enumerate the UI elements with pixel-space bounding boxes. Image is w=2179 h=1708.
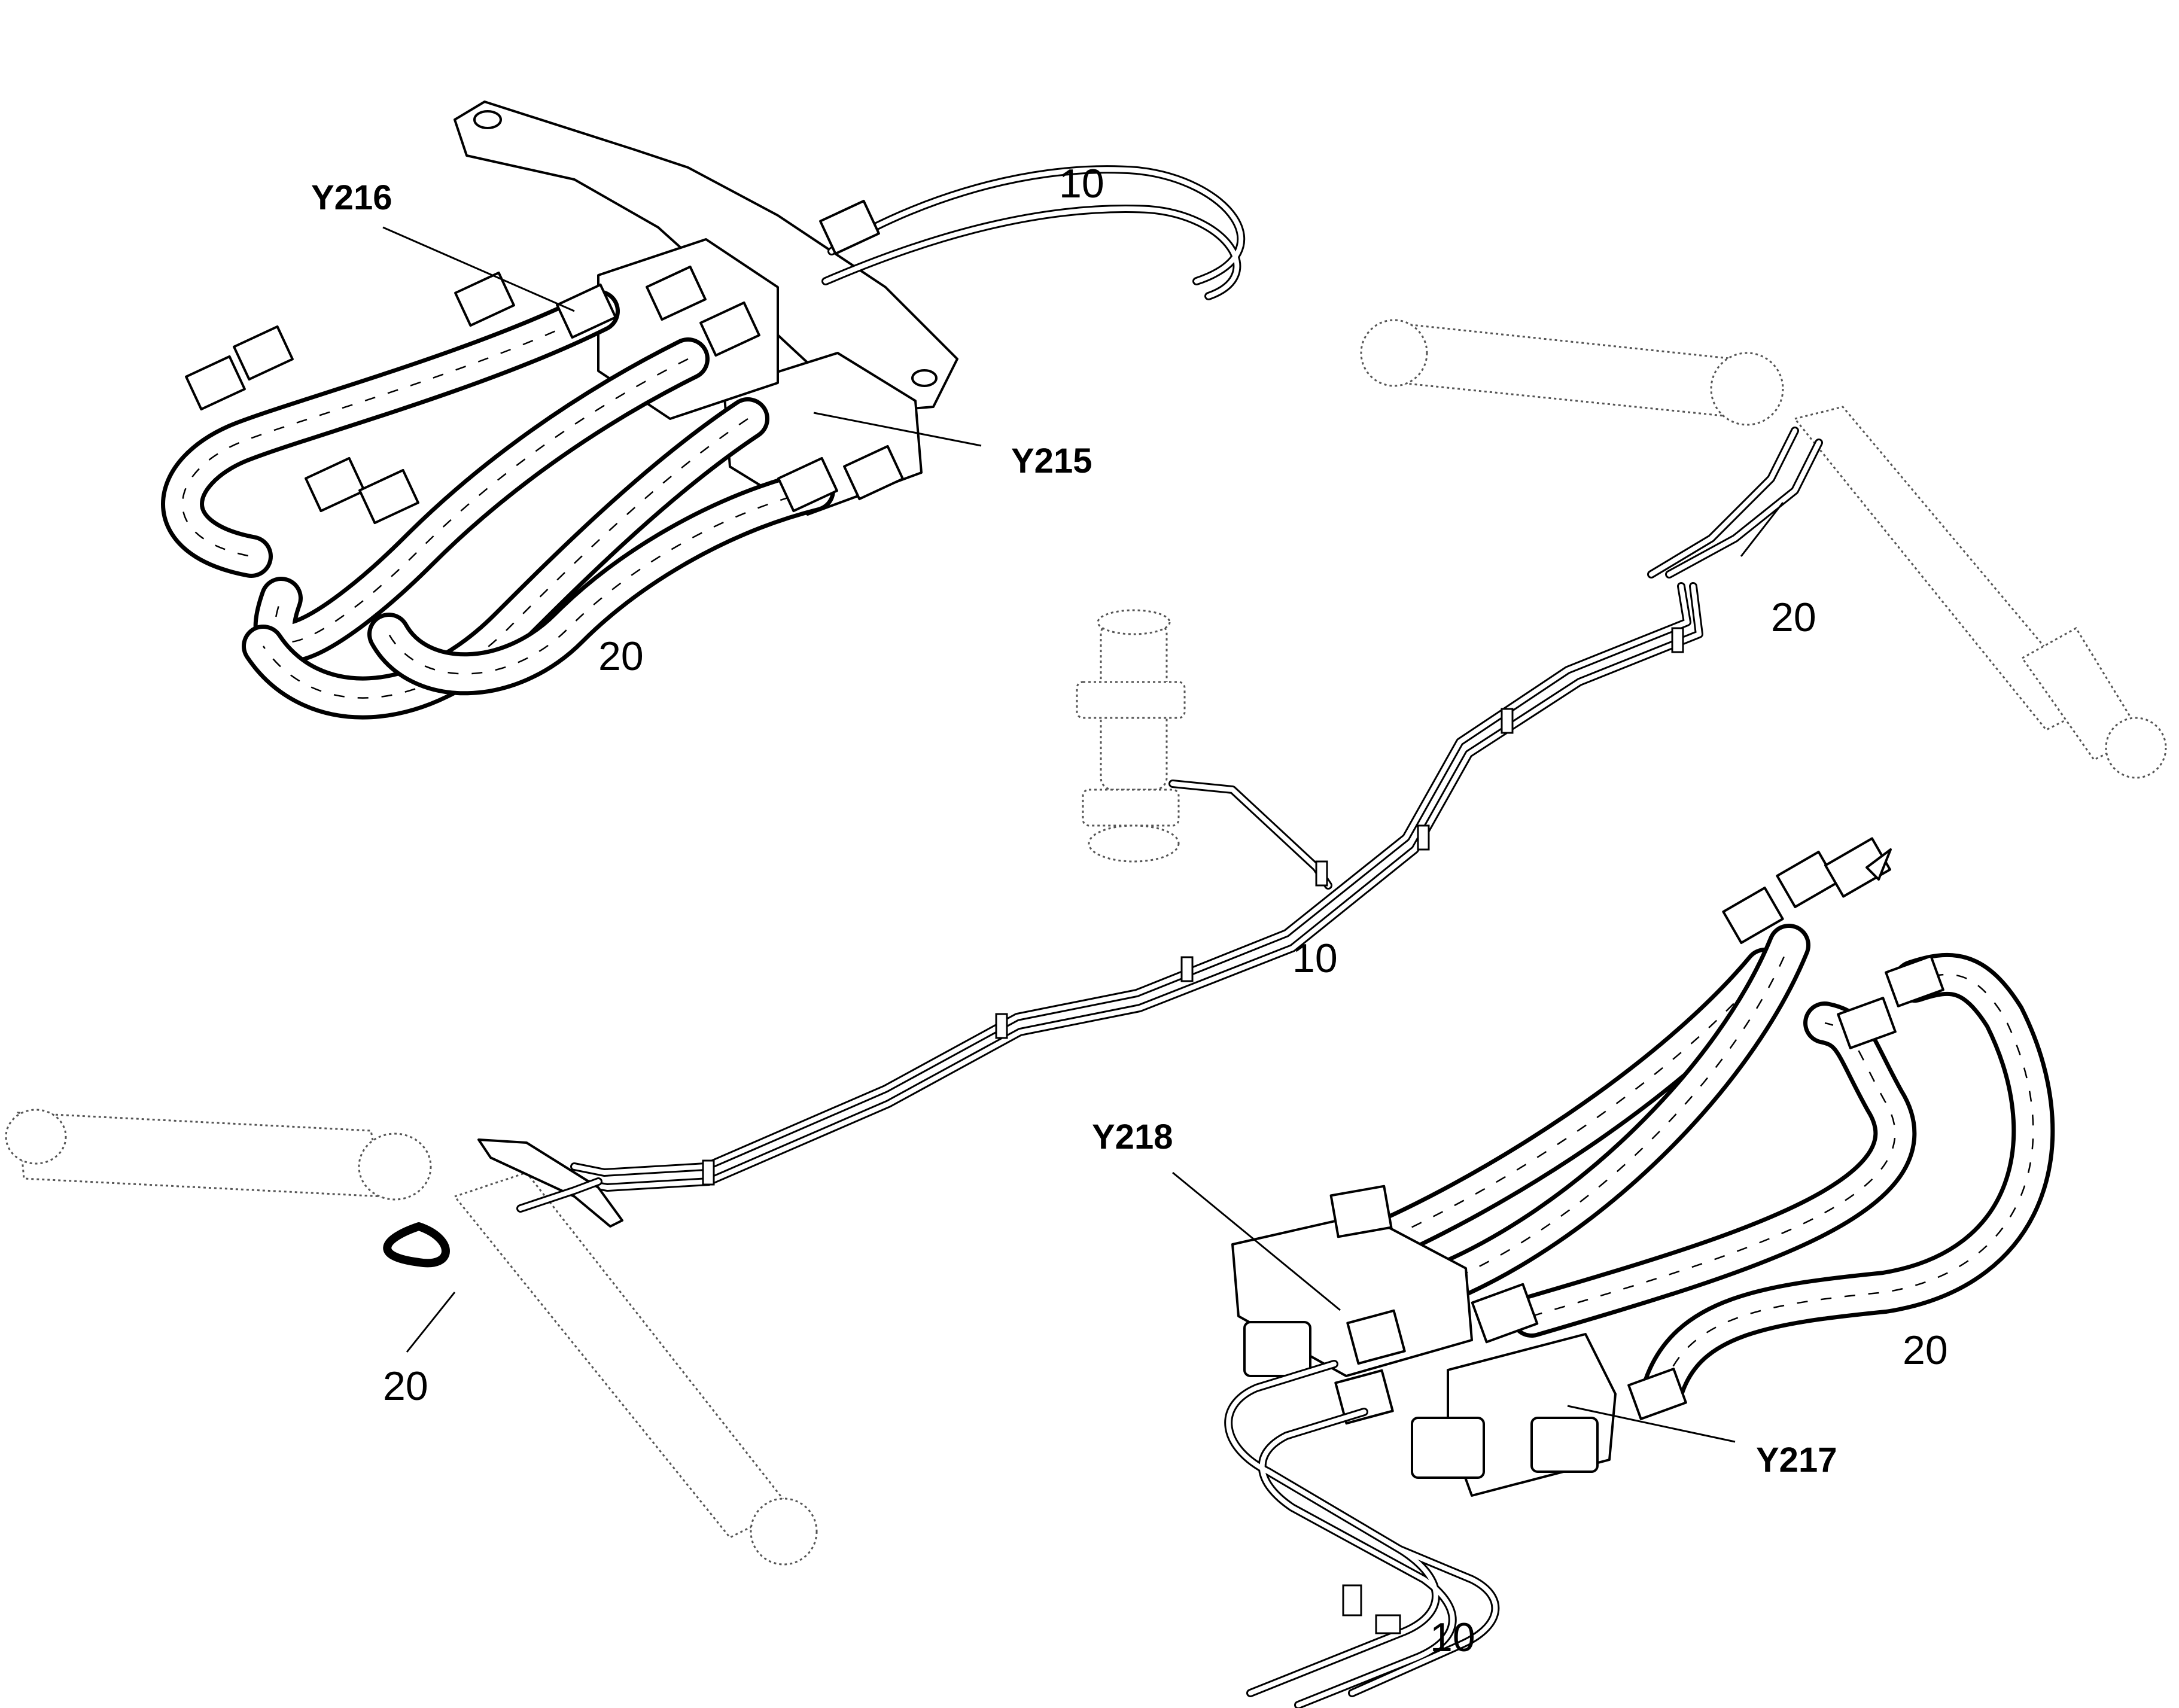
left-hydraulic-cylinder-ghost [5, 1109, 818, 1566]
label-left-cylinder-20: 20 [383, 1363, 428, 1409]
braided-hoses-top-left [161, 290, 835, 720]
label-y218: Y218 [1092, 1118, 1173, 1156]
leader-y218 [1172, 1171, 1341, 1311]
hose-fittings-top-left [185, 199, 904, 525]
leader-y216 [382, 226, 575, 312]
label-right-cylinder-20: 20 [1771, 595, 1816, 640]
leader-y217 [1567, 1405, 1736, 1443]
hose-10-top [827, 165, 1246, 285]
label-hose-top-10: 10 [1059, 161, 1104, 206]
bottom-right-valve-assembly [1224, 837, 2055, 1708]
label-y216: Y216 [311, 178, 392, 217]
right-hydraulic-cylinder-ghost [1360, 319, 2167, 779]
label-right-lower-20: 20 [1903, 1328, 1948, 1373]
rotary-swivel-ghost [1076, 609, 1186, 863]
central-pipe-run [570, 582, 1703, 1192]
top-left-valve-assembly [161, 101, 1246, 720]
label-y217: Y217 [1756, 1441, 1837, 1479]
label-top-left-20: 20 [598, 634, 644, 679]
callout-labels: 10 Y216 Y215 20 10 20 Y218 20 20 Y217 10 [311, 161, 1948, 1660]
label-y215: Y215 [1011, 442, 1092, 480]
label-pipe-middle-10: 10 [1292, 936, 1338, 981]
leader-lines [382, 226, 1736, 1443]
leader-y215 [813, 412, 982, 447]
label-bottom-10: 10 [1430, 1615, 1475, 1660]
